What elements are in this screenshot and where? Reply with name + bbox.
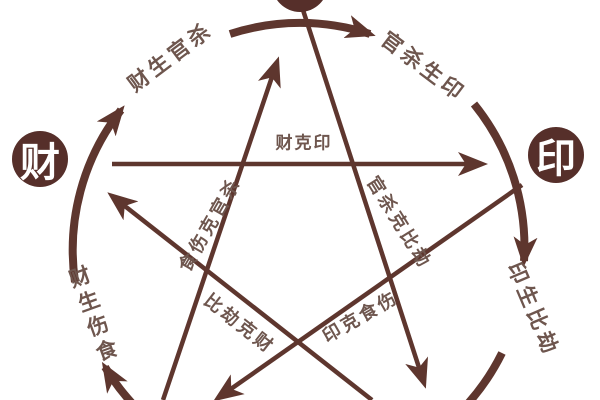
node-yin-label: 印	[536, 137, 576, 181]
star-arrow-guansha-ke-bijie	[300, 9, 429, 389]
node-yin: 印	[528, 127, 584, 183]
star-arrow-yin-ke-shishang	[213, 183, 524, 400]
cycle-arc-toward-bijie-continuation	[465, 351, 506, 400]
star-arrow-bijie-ke-cai	[107, 192, 374, 400]
cycle-arrow-yin-to-bijie	[470, 101, 538, 267]
cycle-arrow-shishang-to-cai	[101, 361, 135, 400]
node-cai: 财	[12, 131, 68, 187]
star-arrow-shishang-ke-guansha	[160, 56, 281, 400]
label-cai-ke-yin: 财克印	[275, 133, 333, 153]
node-cai-label: 财	[20, 141, 60, 185]
cycle-arrow-cai-to-guansha	[68, 105, 125, 283]
cycle-arrow-guansha-to-yin	[228, 15, 376, 39]
